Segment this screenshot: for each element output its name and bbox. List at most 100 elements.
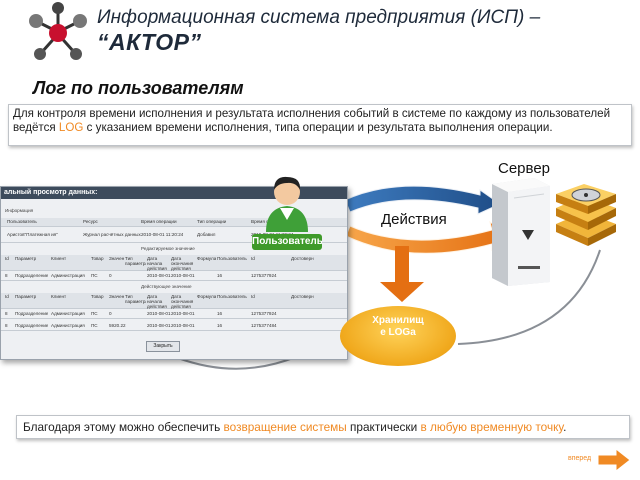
table-header-cell: Пользователь — [217, 294, 247, 299]
info-value: 2010-08-01 11:20:24 — [141, 232, 184, 237]
table-header-cell: Id — [5, 294, 9, 299]
table-header-cell: Параметр — [15, 294, 37, 299]
table-cell: 1275377924 — [251, 273, 277, 278]
table-cell: Подразделение — [15, 323, 49, 328]
table-cell: ПС — [91, 323, 98, 328]
footer-box: Благодаря этому можно обеспечить возвращ… — [16, 415, 630, 439]
table-header-cell: Достоверн — [291, 256, 314, 261]
table-cell: 16 — [217, 311, 223, 316]
table-header-cell: Формула — [197, 256, 216, 261]
table-cell: 16 — [217, 273, 223, 278]
user-icon — [266, 176, 308, 232]
hard-drive-stack-icon — [556, 184, 616, 246]
description-log-highlight: LOG — [58, 120, 84, 134]
table-header-cell: Клиент — [51, 294, 67, 299]
table-header-cell: Id — [251, 256, 255, 261]
footer-text: Благодаря этому можно обеспечить — [23, 420, 224, 434]
user-badge: Пользователь — [252, 234, 322, 250]
table-header-row: Id Параметр Клиент Товар ЗначениеТип парамет… — [1, 293, 347, 309]
table-cell: 8 — [5, 273, 8, 278]
storage-label: Хранилище LOGa — [372, 315, 424, 338]
table-cell: 2010-08-01 — [171, 323, 195, 328]
table-cell: Подразделение — [15, 311, 49, 316]
server-icon — [492, 178, 550, 286]
info-header: Ресурс — [83, 219, 98, 224]
info-header: Пользователь — [7, 219, 37, 224]
table-header-cell: Клиент — [51, 256, 67, 261]
table-header-cell: Достоверн — [291, 294, 314, 299]
top-arrow — [344, 185, 502, 215]
table-header-cell: Товар — [91, 256, 104, 261]
table-cell: 0 — [109, 273, 112, 278]
table-cell: ПС — [91, 273, 98, 278]
data-view-window: альный просмотр данных: Информация Польз… — [0, 186, 348, 360]
section-info: Информация — [5, 208, 34, 213]
table-header-cell: Значение — [109, 256, 124, 261]
next-arrow-icon[interactable] — [596, 448, 632, 472]
footer-text-end: . — [563, 420, 567, 434]
description-box: Для контроля времени исполнения и резуль… — [8, 104, 632, 146]
table-cell: 8 — [5, 323, 8, 328]
log-storage: Хранилище LOGa — [340, 306, 456, 366]
info-header: Время ответа — [251, 219, 281, 224]
info-header: Тип операции — [197, 219, 227, 224]
table-cell: Подразделение — [15, 273, 49, 278]
table-header-cell: Товар — [91, 294, 104, 299]
table-header-cell: Дата начала действия — [147, 294, 167, 309]
table-header-cell: Дата окончания действия — [171, 294, 194, 309]
description-text: Для контроля времени исполнения и резуль… — [13, 107, 611, 134]
table-cell: 2010-08-01 — [171, 273, 195, 278]
table-cell: 2010-08-01 — [147, 311, 171, 316]
table-cell: Администрация — [51, 273, 85, 278]
server-label: Сервер — [498, 160, 551, 177]
table-cell: ПС — [91, 311, 98, 316]
info-header-row: Пользователь Ресурс Время операции Тип о… — [1, 218, 347, 227]
slide-title: Информационная система предприятия (ИСП)… — [97, 6, 627, 57]
next-label[interactable]: вперед — [568, 455, 592, 462]
molecule-logo-icon — [29, 2, 87, 60]
table-header-cell: Дата начала действия — [147, 256, 167, 271]
table-header-cell: Значение — [109, 294, 124, 299]
section-subtitle: Лог по пользователям — [33, 78, 244, 98]
table-header-cell: Дата окончания действия — [171, 256, 194, 271]
table-cell: 16 — [217, 323, 223, 328]
info-value: Добавил — [197, 232, 216, 237]
table-cell: 2010-08-01 — [171, 311, 195, 316]
table-header-cell: Параметр — [15, 256, 37, 261]
table-cell: Администрация — [51, 323, 85, 328]
table-header-cell: Id — [5, 256, 9, 261]
info-value: Журнал расчётных данных — [83, 232, 141, 237]
table-cell: 2010-08-01 — [147, 323, 171, 328]
table-cell: Администрация — [51, 311, 85, 316]
table-cell: 5920.22 — [109, 323, 126, 328]
down-arrow — [380, 246, 424, 302]
table-cell: 1275377484 — [251, 323, 277, 328]
table-header-row: Id Параметр Клиент Товар ЗначениеТип парамет… — [1, 255, 347, 271]
title-prefix: Информационная система предприятия (ИСП)… — [97, 7, 541, 28]
close-button[interactable]: Закрыть — [146, 341, 180, 352]
footer-highlight-time: в любую временную точку — [420, 420, 564, 434]
table-cell: 8 — [5, 311, 8, 316]
table-header-cell: Id — [251, 294, 255, 299]
section-edit: Редактируемое значение — [141, 246, 195, 251]
table-cell: 1275377924 — [251, 311, 277, 316]
storage-server-connector — [457, 249, 601, 345]
footer-text-mid: практически — [346, 420, 421, 434]
table-cell: 2010-08-01 — [147, 273, 171, 278]
description-text-end: с указанием времени исполнения, типа опе… — [83, 120, 553, 134]
table-header-cell: Тип параметра — [125, 294, 146, 304]
table-header-cell: Тип параметра — [125, 256, 146, 266]
actions-label: Действия — [381, 211, 447, 228]
info-value: Аристов"Платежная ия" — [7, 232, 58, 237]
footer-highlight-restore: возвращение системы — [223, 420, 347, 434]
table-header-cell: Пользователь — [217, 256, 247, 261]
info-header: Время операции — [141, 219, 177, 224]
section-current: Действующее значение — [141, 284, 192, 289]
table-cell: 0 — [109, 311, 112, 316]
window-title: альный просмотр данных: — [1, 187, 347, 199]
table-header-cell: Формула — [197, 294, 216, 299]
title-brand: “АКТОР” — [97, 29, 202, 55]
